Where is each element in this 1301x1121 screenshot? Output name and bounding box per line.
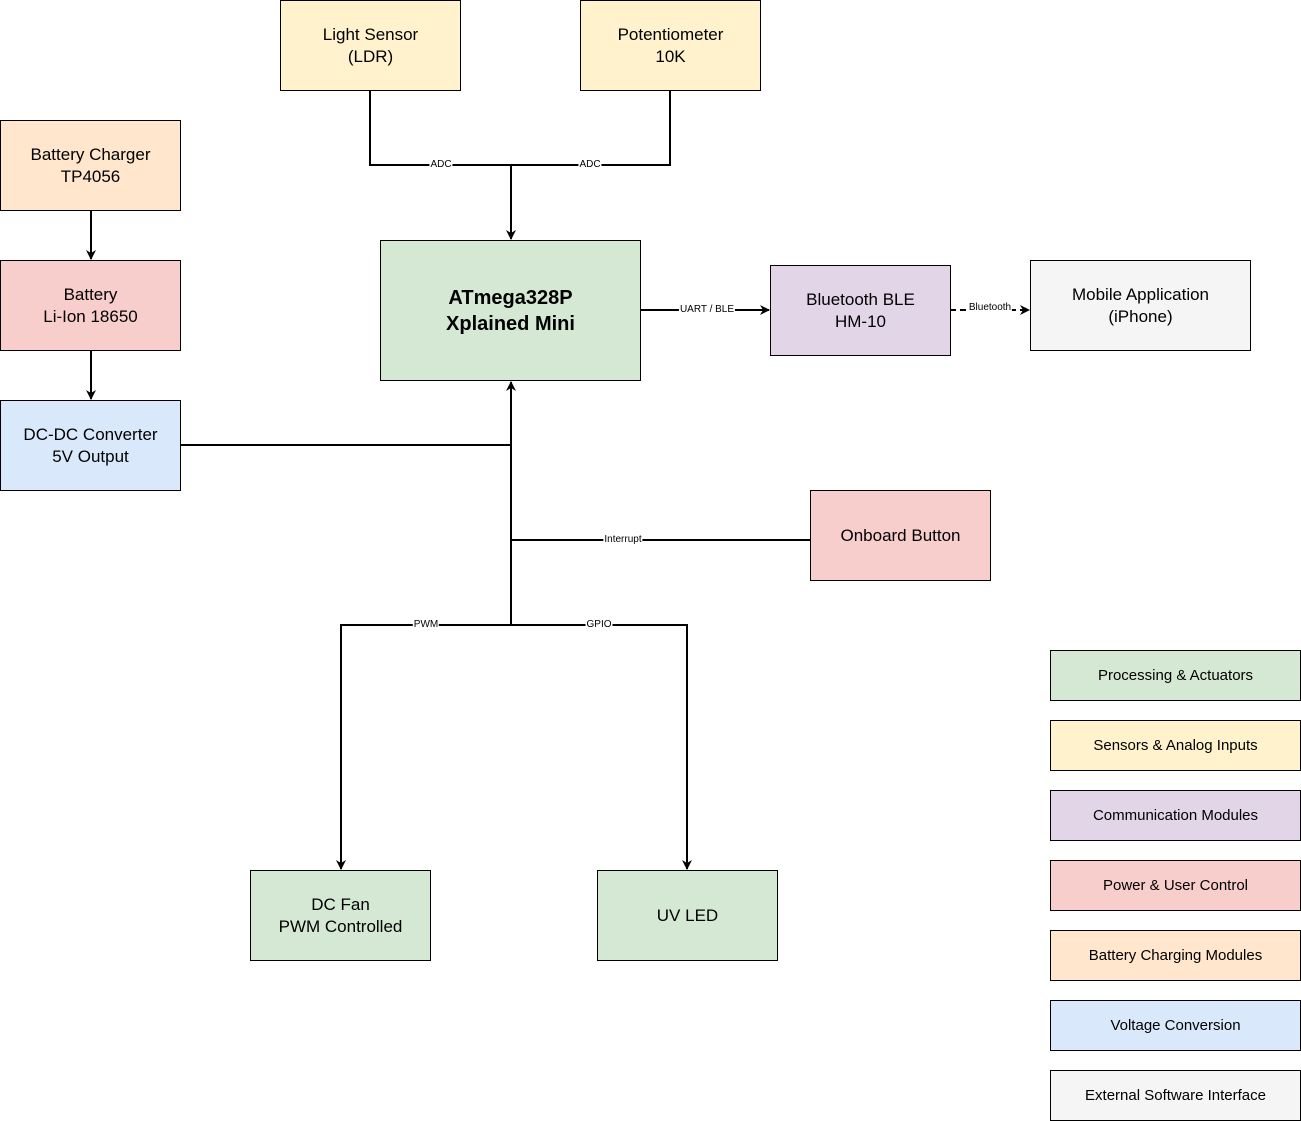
edge-label-pwm: PWM xyxy=(412,619,440,631)
button-title: Onboard Button xyxy=(840,525,961,545)
potentiometer-block: Potentiometer 10K xyxy=(580,0,761,91)
dcdc-converter-block: DC-DC Converter 5V Output xyxy=(0,400,181,491)
mcu-subtitle: Xplained Mini xyxy=(446,312,575,335)
edge-label-bluetooth: Bluetooth xyxy=(967,302,1013,314)
legend-label: External Software Interface xyxy=(1085,1087,1266,1104)
ble-subtitle: HM-10 xyxy=(834,311,886,331)
ble-title: Bluetooth BLE xyxy=(806,289,915,309)
edge-label-adc-pot: ADC xyxy=(578,159,602,171)
legend-label: Power & User Control xyxy=(1102,877,1249,894)
edge-label-gpio: GPIO xyxy=(585,619,613,631)
wire-pwm-fan xyxy=(336,624,511,870)
light-sensor-title: Light Sensor xyxy=(322,24,419,44)
battery-charger-subtitle: TP4056 xyxy=(60,166,121,186)
fan-subtitle: PWM Controlled xyxy=(278,916,403,936)
light-sensor-subtitle: (LDR) xyxy=(347,46,394,66)
dc-fan-block: DC Fan PWM Controlled xyxy=(250,870,431,961)
mobile-subtitle: (iPhone) xyxy=(1108,306,1173,326)
legend-label: Processing & Actuators xyxy=(1097,667,1254,684)
potentiometer-title: Potentiometer xyxy=(617,24,724,44)
edge-label-adc-ldr: ADC xyxy=(429,159,453,171)
wire-ldr-adc xyxy=(369,90,511,166)
mobile-title: Mobile Application xyxy=(1071,284,1210,304)
light-sensor-block: Light Sensor (LDR) xyxy=(280,0,461,91)
battery-block: Battery Li-Ion 18650 xyxy=(0,260,181,351)
uv-led-block: UV LED xyxy=(597,870,778,961)
potentiometer-subtitle: 10K xyxy=(655,46,686,66)
battery-title: Battery xyxy=(63,284,118,304)
legend-power: Power & User Control xyxy=(1050,860,1301,911)
edge-label-interrupt: Interrupt xyxy=(603,534,643,546)
legend-label: Sensors & Analog Inputs xyxy=(1093,737,1258,754)
legend-sensors: Sensors & Analog Inputs xyxy=(1050,720,1301,771)
uvled-title: UV LED xyxy=(656,905,719,925)
edge-label-uart: UART / BLE xyxy=(678,304,736,316)
legend-processing: Processing & Actuators xyxy=(1050,650,1301,701)
legend-communication: Communication Modules xyxy=(1050,790,1301,841)
onboard-button-block: Onboard Button xyxy=(810,490,991,581)
battery-subtitle: Li-Ion 18650 xyxy=(43,306,138,326)
fan-title: DC Fan xyxy=(311,894,370,914)
legend-label: Battery Charging Modules xyxy=(1088,947,1263,964)
wire-pot-adc xyxy=(511,90,671,166)
battery-charger-title: Battery Charger xyxy=(30,144,151,164)
mcu-block: ATmega328P Xplained Mini xyxy=(380,240,641,381)
dcdc-title: DC-DC Converter xyxy=(23,424,158,444)
legend-battery-charging: Battery Charging Modules xyxy=(1050,930,1301,981)
mcu-title: ATmega328P xyxy=(448,286,573,309)
legend-external-software: External Software Interface xyxy=(1050,1070,1301,1121)
dcdc-subtitle: 5V Output xyxy=(52,446,129,466)
bluetooth-ble-block: Bluetooth BLE HM-10 xyxy=(770,265,951,356)
legend-label: Voltage Conversion xyxy=(1110,1017,1241,1034)
mobile-app-block: Mobile Application (iPhone) xyxy=(1030,260,1251,351)
battery-charger-block: Battery Charger TP4056 xyxy=(0,120,181,211)
legend-label: Communication Modules xyxy=(1092,807,1259,824)
legend-voltage: Voltage Conversion xyxy=(1050,1000,1301,1051)
wire-gpio-uvled xyxy=(511,624,692,870)
